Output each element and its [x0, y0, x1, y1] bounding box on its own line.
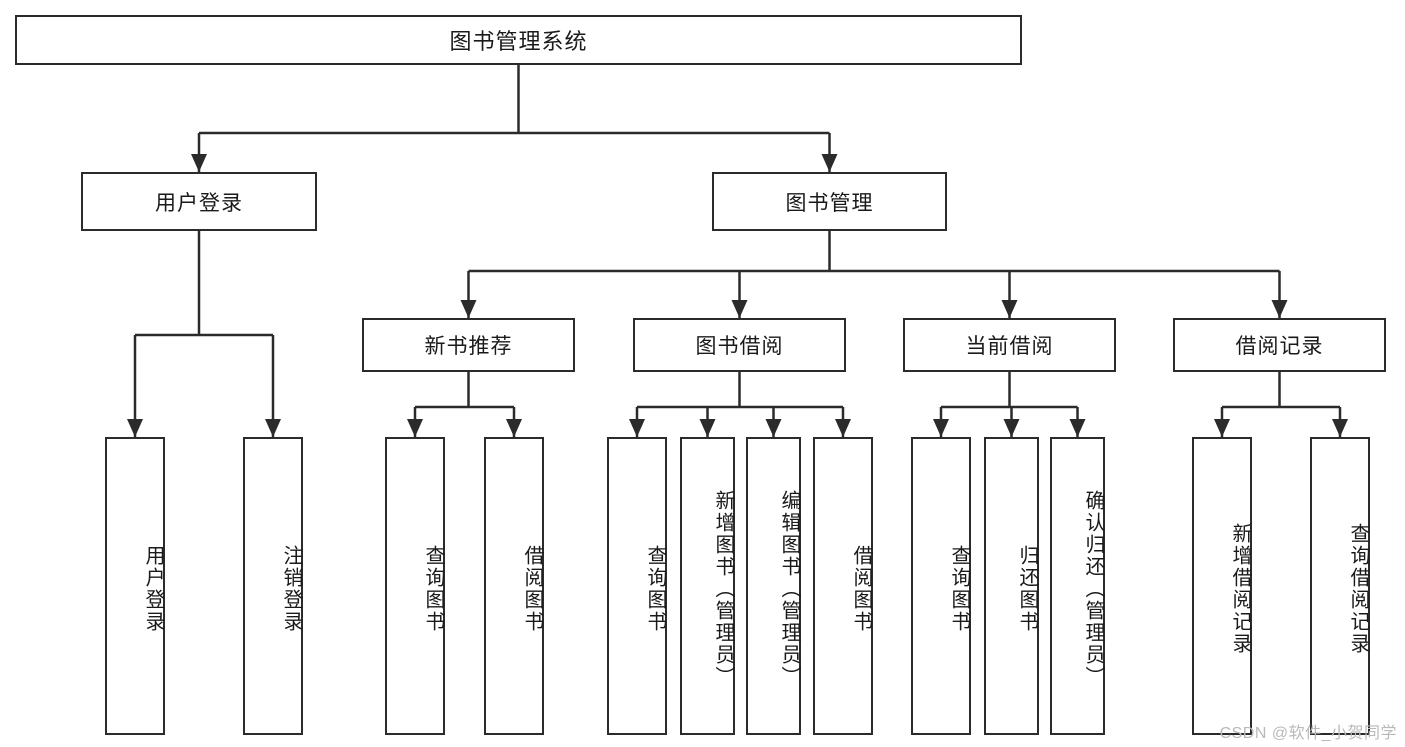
node-b-edit[interactable]: 编辑图书（管理员） — [746, 437, 801, 735]
node-label: 新书推荐 — [424, 335, 513, 358]
node-root[interactable]: 图书管理系统 — [15, 15, 1022, 65]
node-label: 编辑图书（管理员） — [778, 490, 800, 688]
node-b-query[interactable]: 查询图书 — [607, 437, 667, 735]
node-bookmgmt[interactable]: 图书管理 — [712, 172, 947, 231]
node-c-query[interactable]: 查询图书 — [911, 437, 971, 735]
node-label: 用户登录 — [142, 545, 164, 633]
node-b-borrow[interactable]: 借阅图书 — [813, 437, 873, 735]
node-r-add[interactable]: 新增借阅记录 — [1192, 437, 1252, 735]
node-b-add[interactable]: 新增图书（管理员） — [680, 437, 735, 735]
node-label: 用户登录 — [155, 191, 243, 215]
node-label: 借阅图书 — [850, 545, 872, 633]
node-current[interactable]: 当前借阅 — [903, 318, 1116, 372]
node-l-login[interactable]: 用户登录 — [105, 437, 165, 735]
node-label: 新增图书（管理员） — [712, 490, 734, 688]
node-n-borrow[interactable]: 借阅图书 — [484, 437, 544, 735]
node-l-logout[interactable]: 注销登录 — [243, 437, 303, 735]
node-login[interactable]: 用户登录 — [81, 172, 317, 231]
node-label: 归还图书 — [1016, 545, 1038, 633]
node-newbook[interactable]: 新书推荐 — [362, 318, 575, 372]
node-label: 借阅图书 — [521, 545, 543, 633]
node-label: 确认归还（管理员） — [1082, 490, 1104, 688]
node-label: 查询图书 — [644, 545, 666, 633]
node-label: 新增借阅记录 — [1229, 523, 1251, 655]
node-borrow[interactable]: 图书借阅 — [633, 318, 846, 372]
node-label: 查询图书 — [948, 545, 970, 633]
node-label: 借阅记录 — [1235, 335, 1324, 358]
node-c-return[interactable]: 归还图书 — [984, 437, 1039, 735]
node-label: 当前借阅 — [965, 335, 1054, 358]
node-label: 图书管理 — [785, 191, 874, 215]
node-records[interactable]: 借阅记录 — [1173, 318, 1386, 372]
node-c-confirm[interactable]: 确认归还（管理员） — [1050, 437, 1105, 735]
node-label: 查询借阅记录 — [1347, 523, 1369, 655]
node-label: 图书借阅 — [695, 335, 784, 358]
node-r-query[interactable]: 查询借阅记录 — [1310, 437, 1370, 735]
node-n-query[interactable]: 查询图书 — [385, 437, 445, 735]
node-label: 查询图书 — [422, 545, 444, 633]
node-label: 图书管理系统 — [449, 29, 588, 54]
watermark: CSDN @软件_小贺同学 — [1219, 725, 1397, 742]
node-label: 注销登录 — [280, 545, 302, 633]
